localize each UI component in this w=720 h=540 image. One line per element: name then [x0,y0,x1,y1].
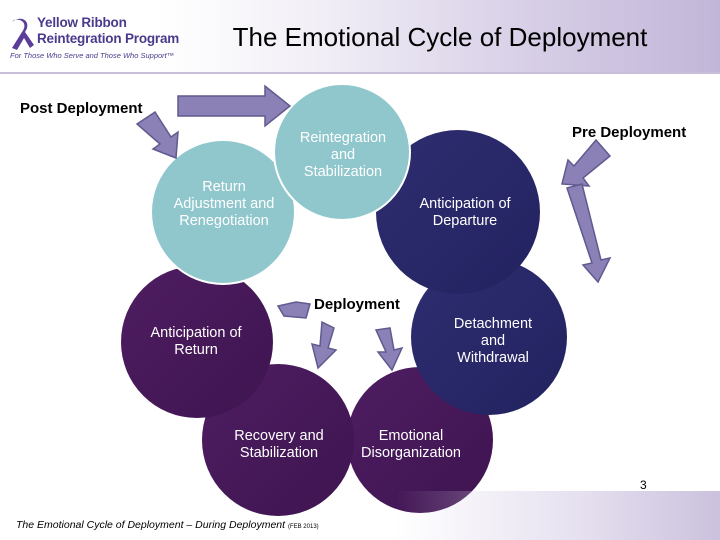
logo-text-line1: Yellow Ribbon [37,15,127,30]
phase-pre-deployment: Pre Deployment [572,124,687,141]
arrow-down-icon-2 [374,327,404,372]
arrow-down-right-icon [135,110,179,160]
circle-reintegration [273,83,411,221]
label-emotional-disorganization: Emotional Disorganization [361,428,461,461]
label-return-adjustment: Return Adjustment and Renegotiation [173,179,275,229]
label-detachment: Detachment and Withdrawal [453,316,533,366]
phase-post-deployment: Post Deployment [20,100,143,117]
label-reintegration: Reintegration and Stabilization [299,130,387,180]
footer-source: (FEB 2013) [287,524,319,530]
label-recovery: Recovery and Stabilization [234,428,324,461]
label-anticipation-departure: Anticipation of Departure [419,196,511,229]
page-number: 3 [640,478,647,492]
phase-deployment: Deployment [314,296,400,313]
footer-caption: The Emotional Cycle of Deployment – Duri… [16,519,319,531]
arrow-down-icon [566,183,612,284]
circle-anticipation-departure [376,130,540,294]
arrow-down-left-icon [561,138,612,187]
circle-detachment [411,259,567,415]
arrow-right-icon [177,84,292,128]
footer-bar [0,491,720,540]
logo-tagline: For Those Who Serve and Those Who Suppor… [10,51,175,60]
header-divider [0,72,720,74]
footer-caption-text: The Emotional Cycle of Deployment – Duri… [16,519,286,531]
label-anticipation-return: Anticipation of Return [150,325,242,358]
circle-anticipation-return [121,266,273,418]
arrow-down-left-icon-2 [310,320,338,370]
arrow-left-icon [276,301,311,319]
yellow-ribbon-logo: Yellow Ribbon Reintegration Program For … [8,12,180,64]
slide-header [0,0,720,72]
ribbon-icon [12,18,34,50]
page-title: The Emotional Cycle of Deployment [232,22,648,52]
logo-text-line2: Reintegration Program [37,31,180,46]
circle-return-adjustment [150,139,296,285]
arrows [135,84,612,372]
